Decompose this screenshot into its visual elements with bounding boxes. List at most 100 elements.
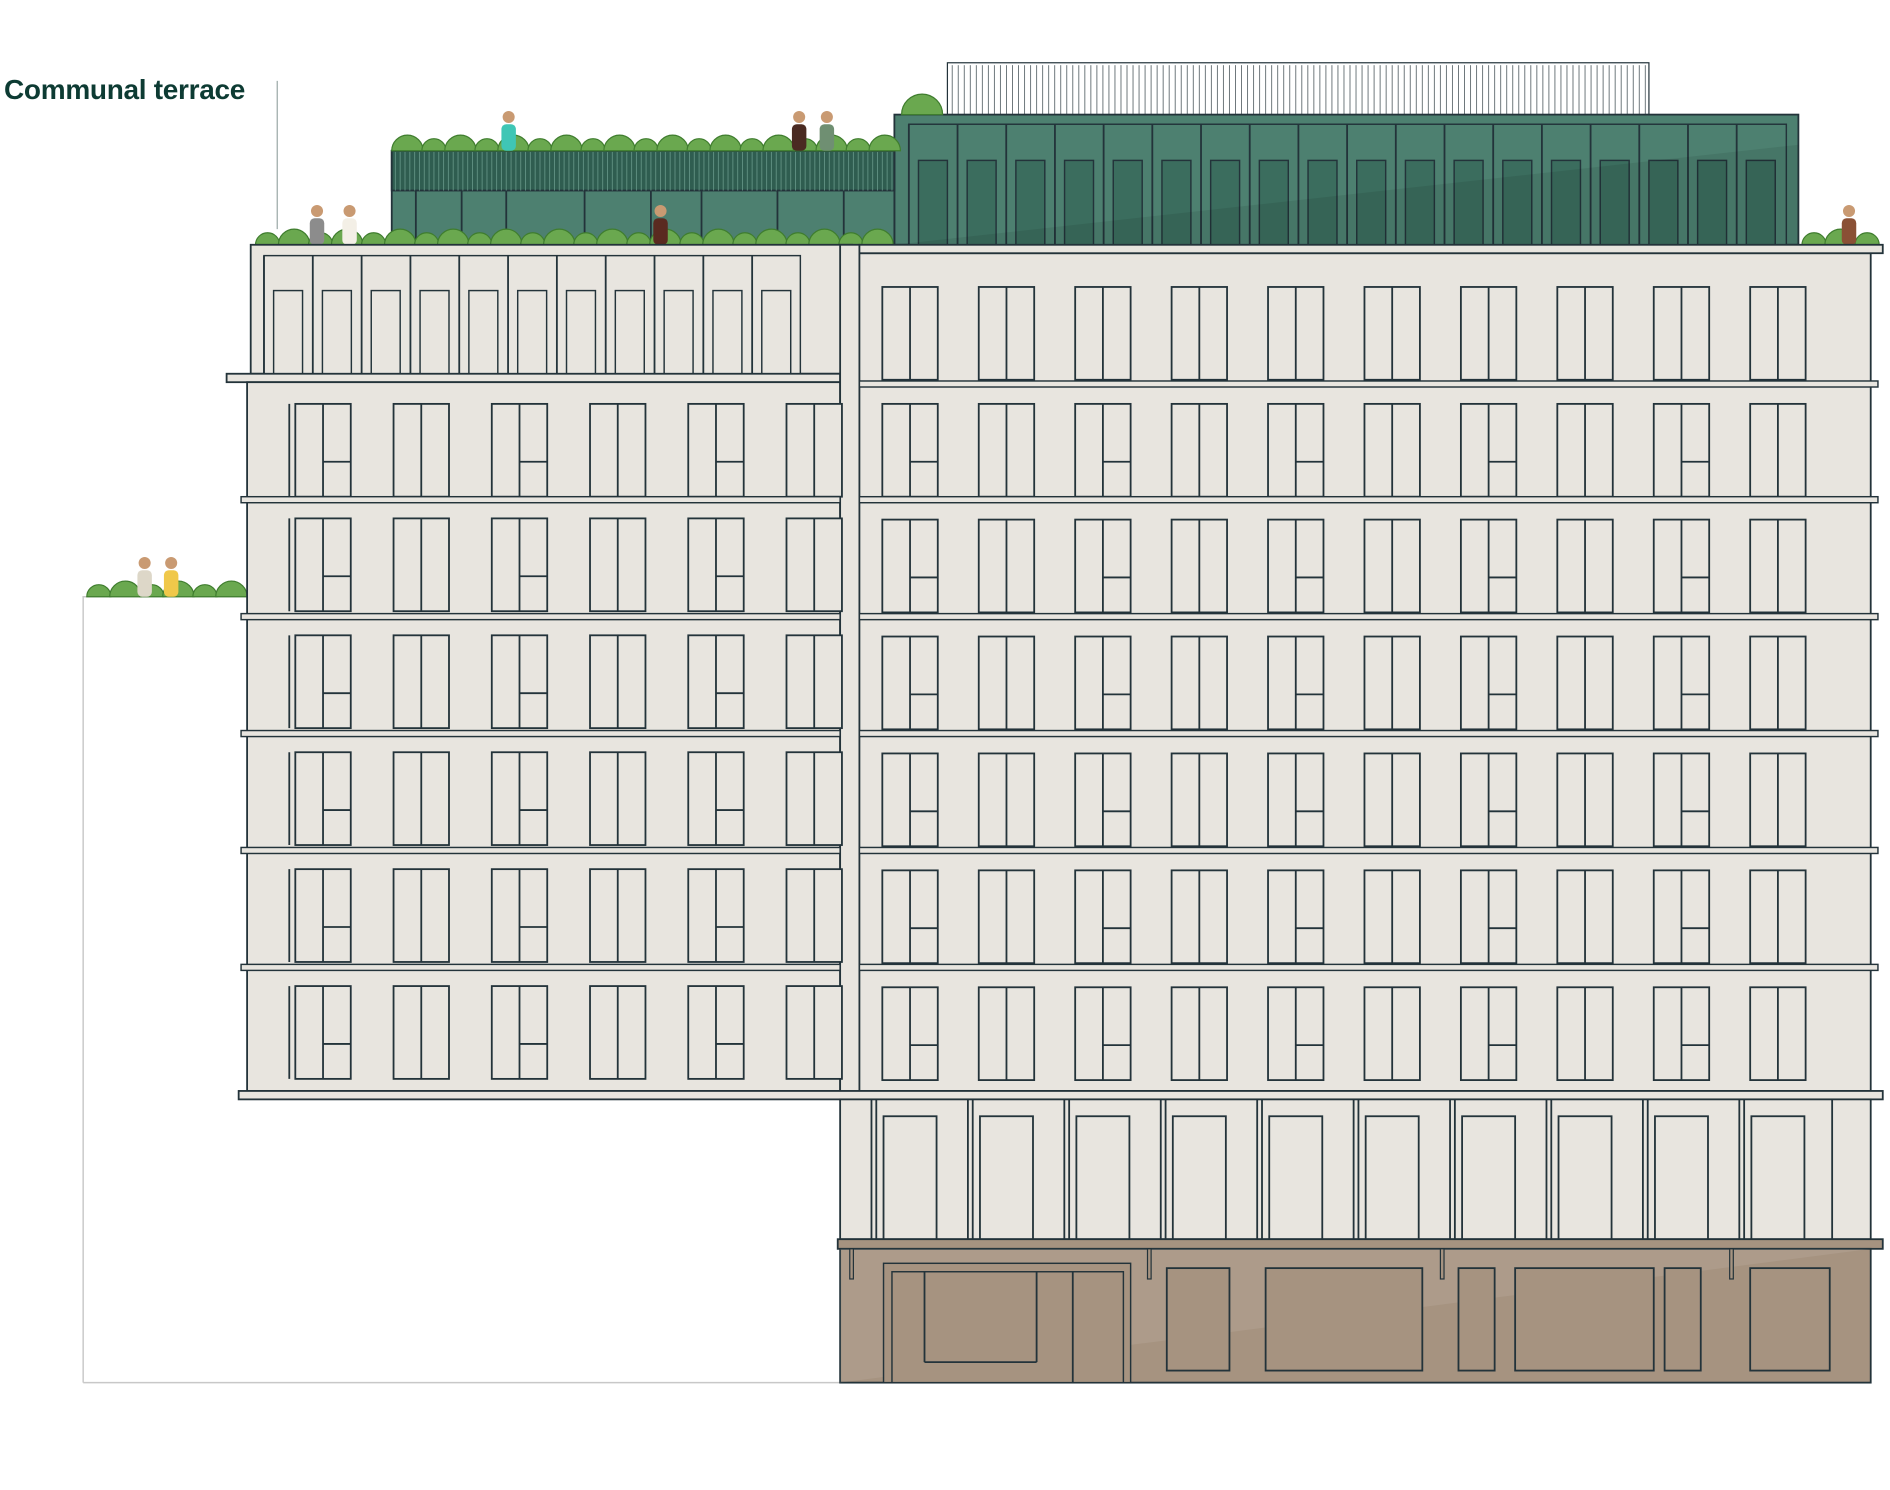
planter-low-terrace (86, 584, 112, 598)
person (1841, 205, 1857, 245)
person-head (310, 205, 324, 218)
bracket (849, 1248, 854, 1280)
person-head (1842, 205, 1856, 218)
person-body (137, 570, 152, 597)
floor-band-left (240, 963, 841, 972)
planter-right (1801, 232, 1827, 246)
roof-window (272, 289, 304, 375)
planter-upper (550, 134, 583, 152)
planter-upper (686, 138, 712, 152)
planter-upper (603, 134, 636, 152)
pavilion-railing (390, 149, 896, 192)
roof-window (712, 289, 743, 375)
floor-band-right (858, 846, 1879, 855)
person-head (502, 110, 515, 124)
person (342, 205, 357, 245)
person (819, 110, 835, 151)
first-floor-ledge (237, 1090, 1884, 1101)
planter-upper (868, 134, 902, 152)
person-head (793, 110, 806, 124)
top-storey-window (1550, 159, 1582, 246)
top-storey-window (966, 159, 997, 246)
shop-window (1165, 1267, 1231, 1372)
planter-lower (277, 228, 311, 246)
communal-terrace-label: Communal terrace (4, 74, 246, 105)
roof-window (663, 289, 694, 375)
person-body (309, 218, 325, 245)
roof-window (516, 289, 548, 375)
shopfront-fascia (836, 1238, 1884, 1250)
shop-window (1264, 1267, 1424, 1372)
person (791, 110, 807, 151)
person-body (342, 218, 357, 245)
floor-band-right (858, 729, 1879, 738)
person-body (819, 124, 835, 151)
bracket (1146, 1248, 1152, 1280)
rooftop-plant-screen (946, 62, 1650, 116)
floor-band-left (240, 729, 841, 738)
top-storey-window (1404, 159, 1436, 246)
planter-low-terrace (192, 584, 218, 598)
shop-window (1663, 1267, 1702, 1372)
mezzanine-window (1268, 1115, 1324, 1241)
planter-upper (845, 138, 871, 152)
mezzanine-window (1171, 1115, 1227, 1241)
mezzanine-window (1557, 1115, 1613, 1241)
floor-band-right (858, 495, 1879, 504)
roof-window (419, 289, 450, 375)
floor-band-right (858, 380, 1879, 388)
roof-window (761, 289, 792, 375)
planter-upper (527, 138, 553, 152)
person (501, 110, 516, 151)
mezzanine-window (1750, 1115, 1806, 1241)
mezzanine-window (1075, 1115, 1131, 1241)
top-storey-window (1648, 159, 1679, 246)
person-body (791, 124, 807, 151)
planter-lower (254, 232, 281, 246)
mezzanine-window (979, 1115, 1034, 1241)
floor-band-left (240, 846, 841, 855)
facade-joint (839, 243, 861, 1101)
person (653, 205, 668, 245)
planter-upper (633, 138, 659, 152)
planter-lower (361, 232, 387, 246)
planter-upper (762, 134, 795, 152)
planter-upper (656, 134, 689, 152)
mezzanine-window (882, 1115, 938, 1241)
person-head (165, 556, 178, 570)
planter-low-terrace (109, 580, 142, 598)
planter-lower (861, 228, 894, 246)
roof-window (321, 289, 353, 375)
shop-window (1749, 1267, 1831, 1372)
planter-top (901, 93, 944, 116)
left-cornice (225, 372, 842, 384)
person-head (343, 205, 356, 218)
mezzanine-window (1364, 1115, 1420, 1241)
person-head (138, 556, 151, 570)
bracket (1729, 1248, 1734, 1280)
top-storey-window (1502, 159, 1533, 246)
top-storey-window (1209, 159, 1241, 246)
mezzanine-window (1654, 1115, 1709, 1241)
bracket (1439, 1248, 1445, 1280)
top-storey-window (917, 159, 949, 246)
person-body (653, 218, 668, 245)
person (137, 556, 152, 597)
person-body (501, 124, 516, 151)
top-storey-window (1599, 159, 1630, 246)
planter-upper (444, 134, 477, 152)
shop-window (1514, 1267, 1655, 1372)
planter-upper (580, 138, 606, 152)
top-storey-window (1745, 159, 1776, 246)
floor-band-left (240, 612, 841, 621)
person (163, 556, 179, 597)
mezzanine-window (1461, 1115, 1517, 1241)
person-head (654, 205, 667, 218)
planter-upper (709, 134, 742, 152)
right-cornice (858, 243, 1884, 255)
roof-window (565, 289, 597, 375)
top-storey-window (1161, 159, 1192, 246)
planter-low-terrace (215, 580, 248, 598)
planter-upper (474, 138, 500, 152)
